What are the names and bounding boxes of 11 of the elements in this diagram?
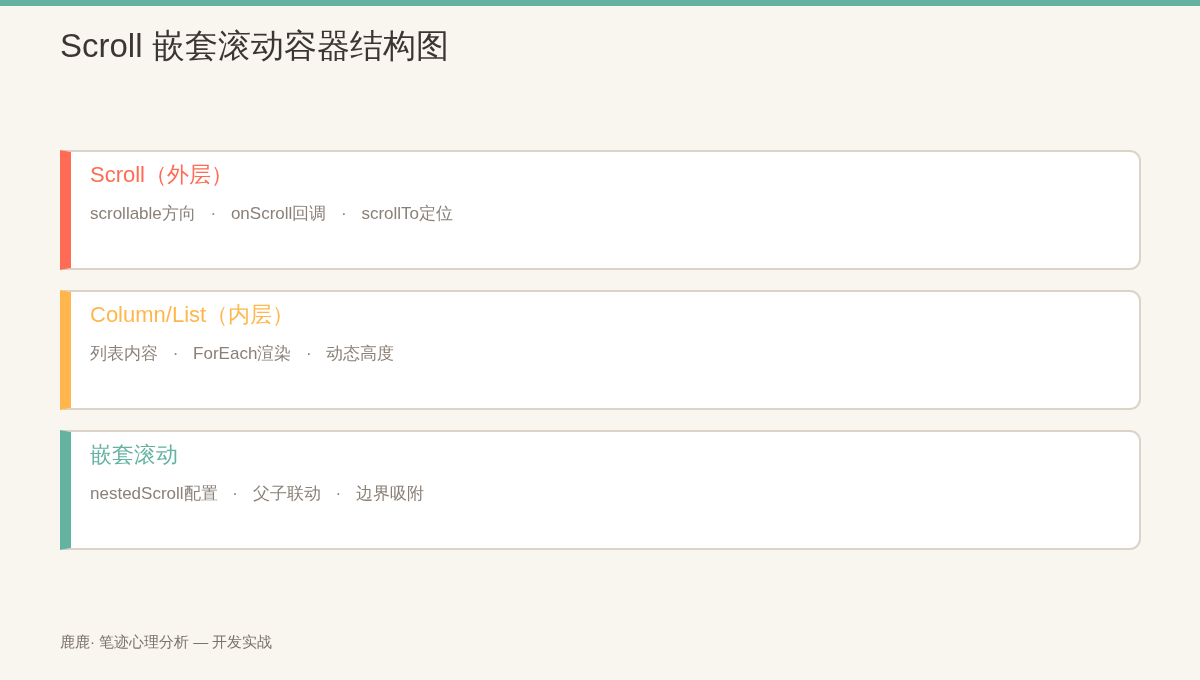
card-heading: 嵌套滚动 bbox=[90, 442, 178, 469]
diagram-title: Scroll 嵌套滚动容器结构图 bbox=[60, 26, 449, 66]
card-heading: Column/List（内层） bbox=[90, 302, 295, 329]
section-card bbox=[60, 290, 1141, 410]
card-description: nestedScroll配置 · 父子联动 · 边界吸附 bbox=[90, 484, 424, 505]
card-description: scrollable方向 · onScroll回调 · scrollTo定位 bbox=[90, 204, 454, 225]
section-card bbox=[60, 430, 1141, 550]
footer-note: 鹿鹿· 笔迹心理分析 — 开发实战 bbox=[60, 633, 273, 651]
card-heading: Scroll（外层） bbox=[90, 162, 233, 189]
section-card bbox=[60, 150, 1141, 270]
card-description: 列表内容 · ForEach渲染 · 动态高度 bbox=[90, 344, 395, 365]
